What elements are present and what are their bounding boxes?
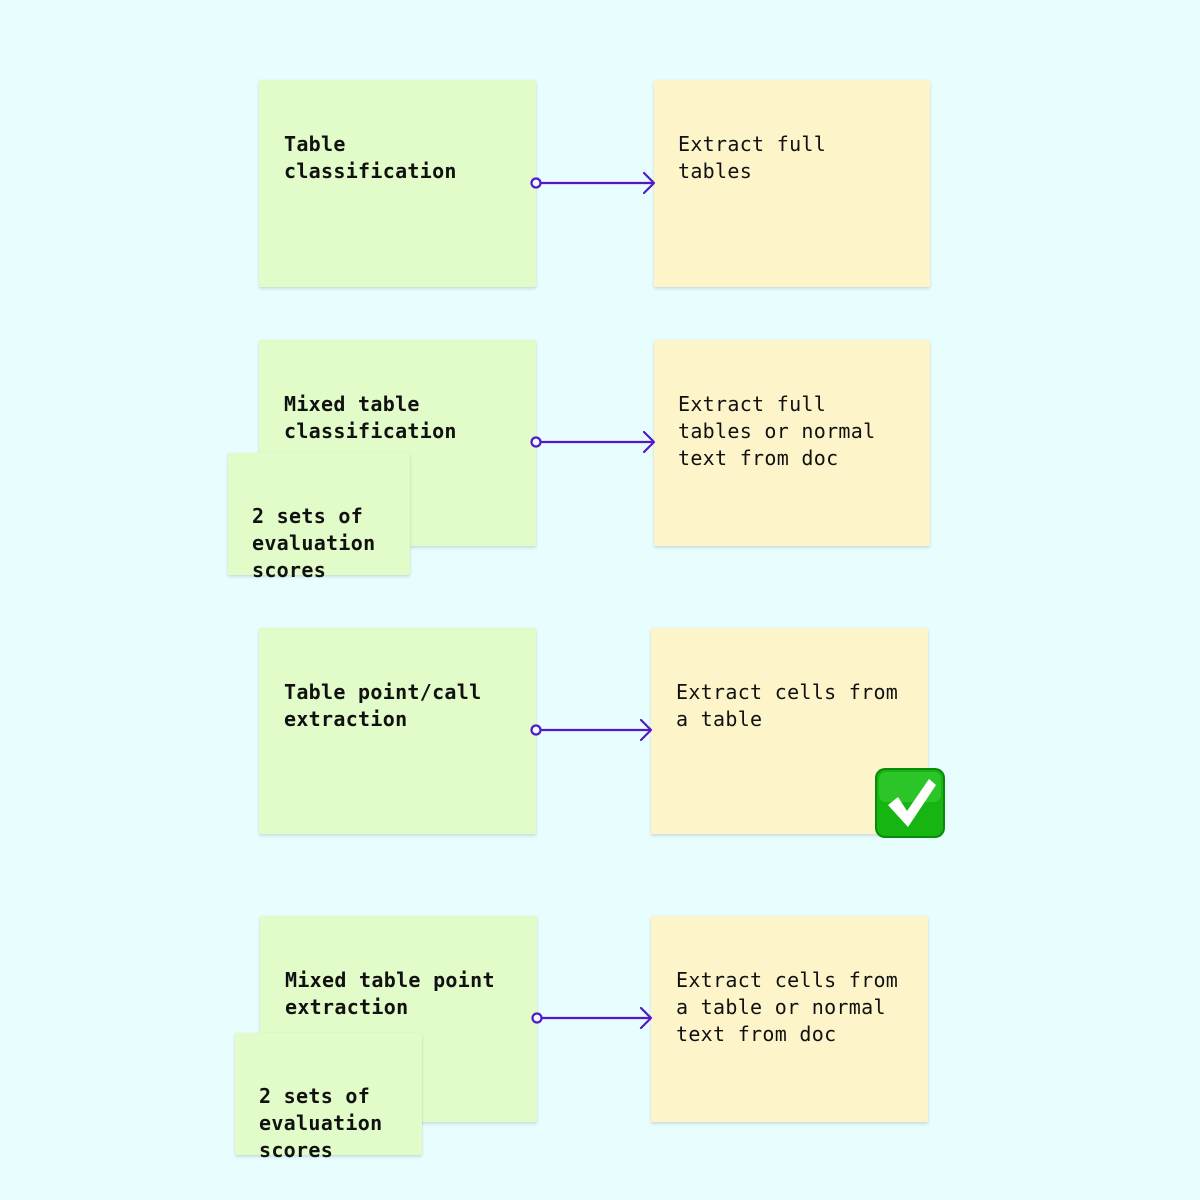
target-note-extract-full-tables-or-text[interactable]: Extract full tables or normal text from … (654, 340, 930, 546)
source-note-table-classification[interactable]: Table classification (259, 80, 536, 287)
check-mark-button-icon (875, 768, 945, 838)
source-note-table-point-call-extraction[interactable]: Table point/call extraction (259, 628, 536, 834)
arrowhead-icon (642, 430, 656, 454)
sub-note-label: 2 sets of evaluation scores (252, 504, 376, 582)
target-note-label: Extract cells from a table or normal tex… (676, 968, 899, 1046)
target-note-extract-cells-or-text[interactable]: Extract cells from a table or normal tex… (651, 916, 928, 1122)
arrowhead-icon (639, 718, 653, 742)
connector-row-2[interactable] (530, 430, 656, 454)
sub-note-evaluation-scores[interactable]: 2 sets of evaluation scores (235, 1033, 422, 1162)
connector-row-4[interactable] (531, 1006, 653, 1030)
source-note-label: Mixed table classification (284, 392, 457, 443)
target-note-label: Extract full tables (678, 132, 827, 183)
arrowhead-icon (642, 171, 656, 195)
target-note-label: Extract cells from a table (676, 680, 899, 731)
arrowhead-icon (639, 1006, 653, 1030)
connector-row-3[interactable] (530, 718, 653, 742)
target-note-label: Extract full tables or normal text from … (678, 392, 876, 470)
source-note-label: Table point/call extraction (284, 680, 482, 731)
sub-note-label: 2 sets of evaluation scores (259, 1084, 383, 1162)
connector-row-1[interactable] (530, 171, 656, 195)
source-note-label: Table classification (284, 132, 457, 183)
target-note-extract-full-tables[interactable]: Extract full tables (654, 80, 930, 287)
sub-note-evaluation-scores[interactable]: 2 sets of evaluation scores (228, 453, 410, 582)
source-note-label: Mixed table point extraction (285, 968, 495, 1019)
